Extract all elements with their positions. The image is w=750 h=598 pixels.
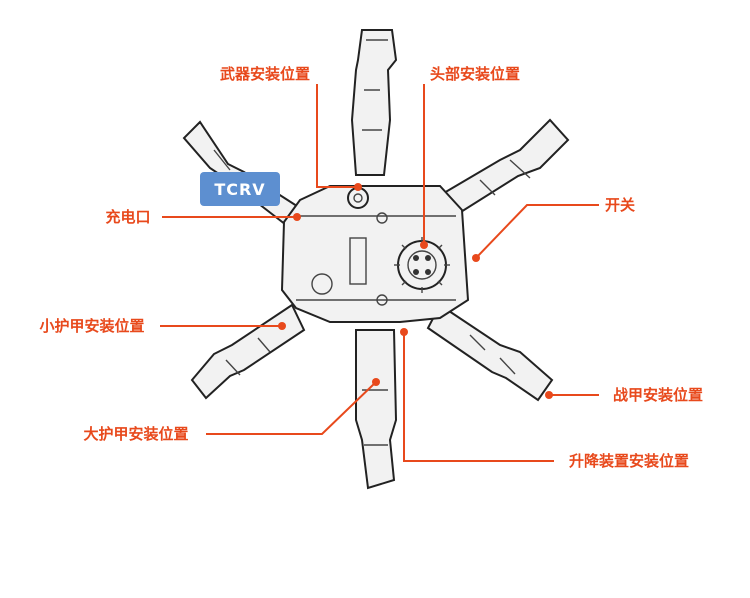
leg-lower-left [190,303,306,400]
brand-badge: TCRV [200,172,280,206]
label-lift: 升降装置安装位置 [569,452,689,470]
robot-illustration [182,29,570,490]
callout-lift: 升降装置安装位置 [400,328,689,470]
callout-switch: 开关 [472,196,635,262]
leg-lower-right [426,303,554,402]
brand-text: TCRV [214,180,265,199]
leg-upper-right [430,118,570,224]
callout-weapon: 武器安装位置 [220,65,362,191]
label-switch: 开关 [605,196,635,214]
label-weapon: 武器安装位置 [220,65,310,83]
leg-top [350,29,398,176]
callout-battle-armor: 战甲安装位置 [545,386,703,404]
callout-charge: 充电口 [105,208,301,226]
label-battle-armor: 战甲安装位置 [613,386,703,404]
callout-head: 头部安装位置 [420,65,520,249]
callout-small-armor: 小护甲安装位置 [39,317,286,335]
leg-bottom [355,329,398,490]
label-head: 头部安装位置 [430,65,520,83]
label-charge: 充电口 [105,208,150,226]
label-small-armor: 小护甲安装位置 [39,317,144,335]
head-mount-gear [394,237,450,293]
callout-big-armor: 大护甲安装位置 [83,378,380,443]
label-big-armor: 大护甲安装位置 [83,425,188,443]
